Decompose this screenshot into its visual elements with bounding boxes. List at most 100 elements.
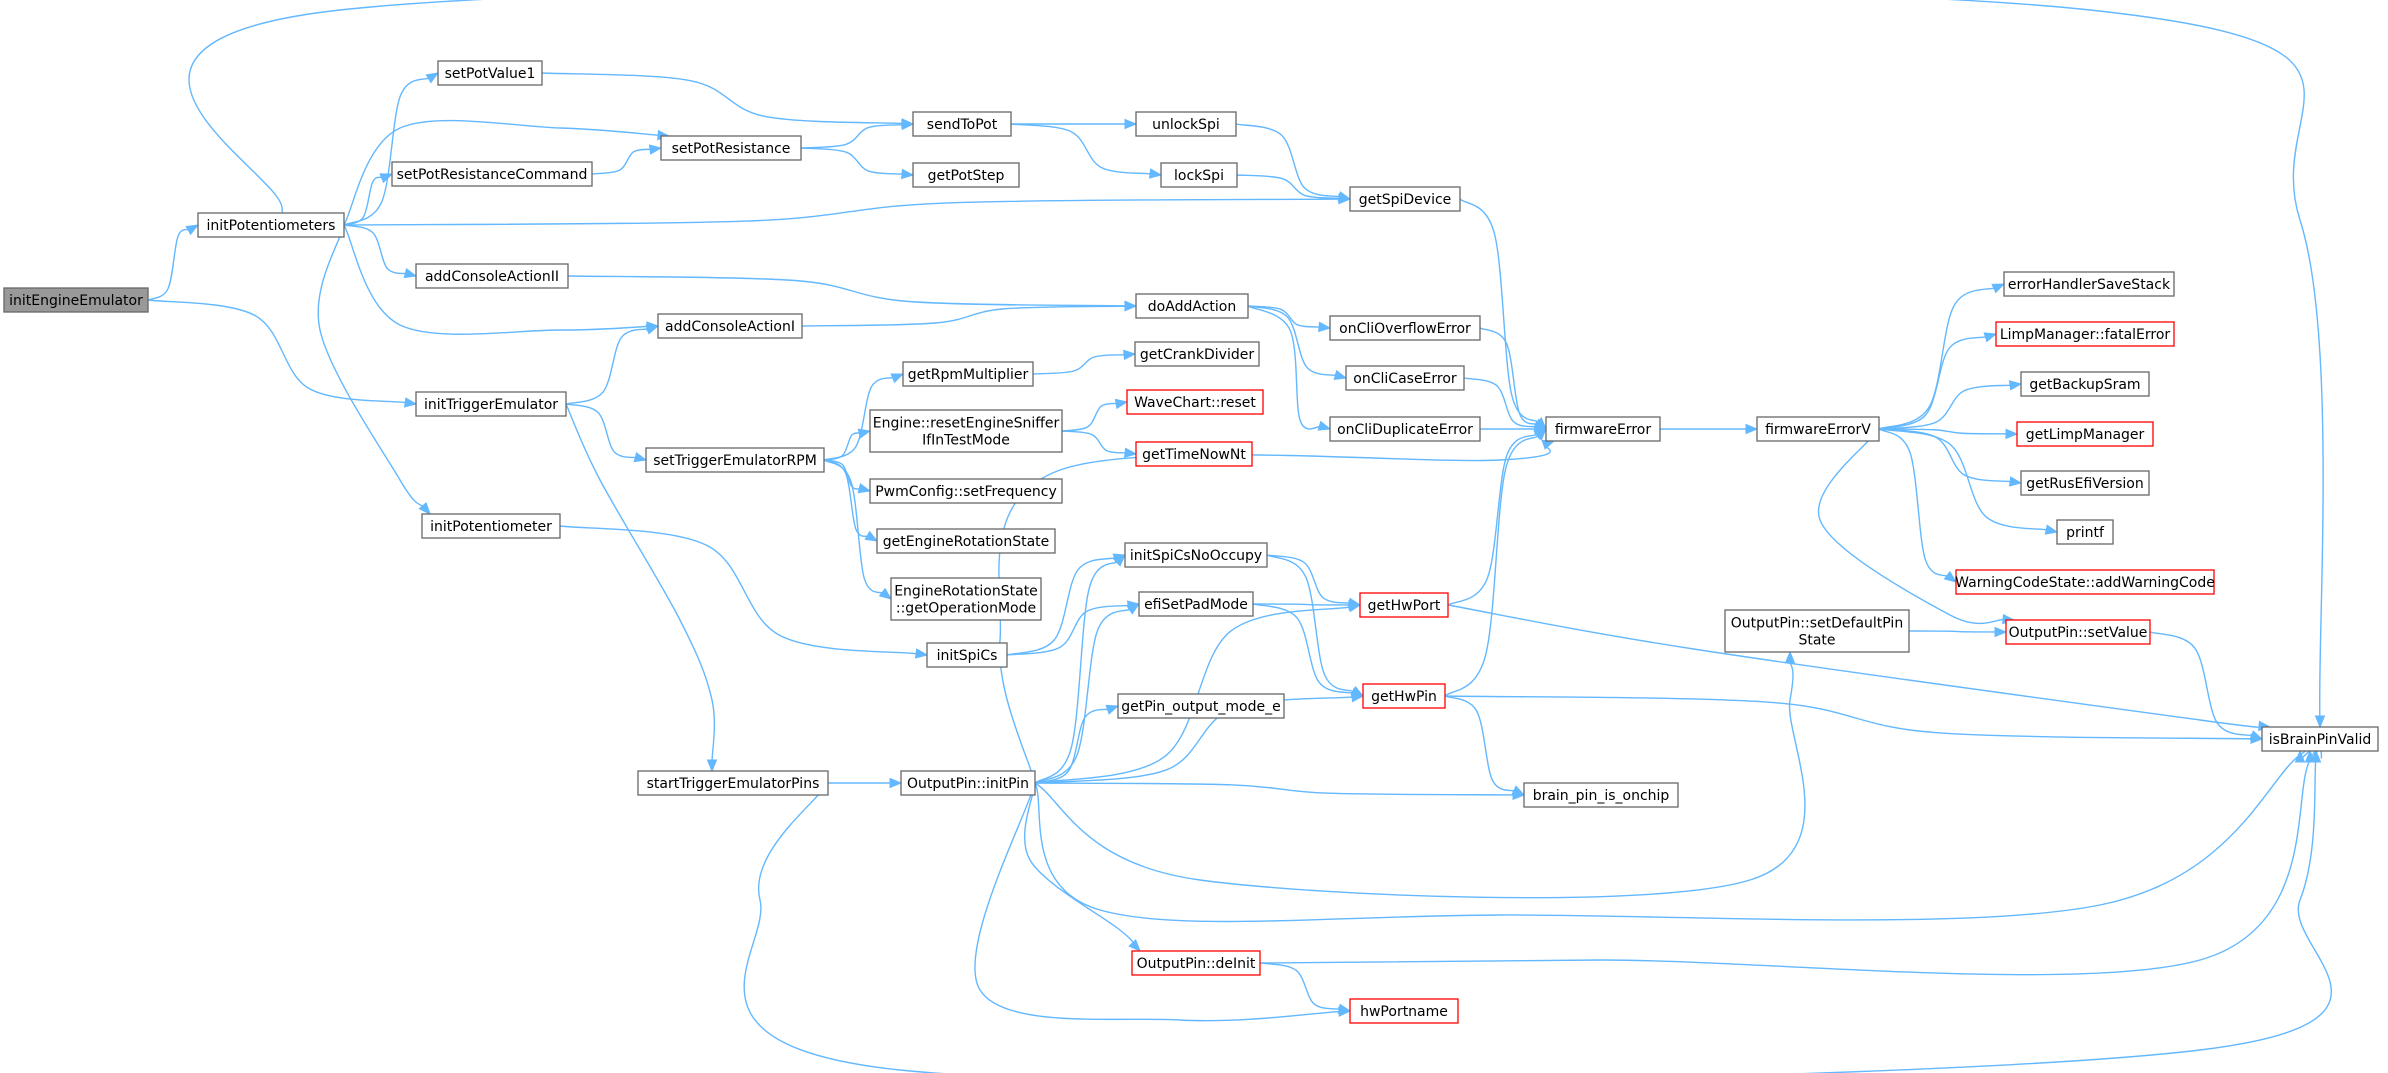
edge-line <box>1444 695 1517 792</box>
node-startTriggerEmulatorPins[interactable]: startTriggerEmulatorPins <box>637 770 829 796</box>
node-doAddAction[interactable]: doAddAction <box>1135 293 1249 319</box>
edge-line <box>1878 384 2013 430</box>
edge-outputPinInitPin-to-efiSetPadMode <box>1034 603 1141 784</box>
edge-initTriggerEmulator-to-addConsoleActionI <box>565 324 660 405</box>
edge-line <box>1878 428 2009 435</box>
edge-setPotResistanceCommand-to-setPotResistance <box>591 144 663 175</box>
node-waveChartReset[interactable]: WaveChart::reset <box>1126 389 1264 415</box>
edge-line <box>1444 434 1541 697</box>
edge-line <box>1878 428 2013 483</box>
node-label: initSpiCsNoOccupy <box>1130 548 1262 564</box>
node-getTimeNowNt[interactable]: getTimeNowNt <box>1135 441 1253 467</box>
edge-firmwareErrorV-to-getRusEfiVersion <box>1878 428 2023 487</box>
edge-line <box>565 403 638 459</box>
node-label: brain_pin_is_onchip <box>1533 788 1670 804</box>
arrowhead <box>2294 749 2306 763</box>
node-getRusEfiVersion[interactable]: getRusEfiVersion <box>2020 470 2150 496</box>
node-box <box>1545 416 1661 442</box>
edge-addConsoleActionII-to-doAddAction <box>567 275 1138 312</box>
node-getCrankDivider[interactable]: getCrankDivider <box>1134 341 1260 367</box>
node-box <box>415 263 569 289</box>
node-initPotentiometers[interactable]: initPotentiometers <box>197 212 345 238</box>
node-setPotValue1[interactable]: setPotValue1 <box>437 60 543 86</box>
node-lockSpi[interactable]: lockSpi <box>1160 162 1238 188</box>
edge-line <box>743 745 2333 1073</box>
node-getPotStep[interactable]: getPotStep <box>912 162 1020 188</box>
node-getHwPort[interactable]: getHwPort <box>1359 592 1449 618</box>
node-getBackupSram[interactable]: getBackupSram <box>2020 371 2150 397</box>
node-getSpiDevice[interactable]: getSpiDevice <box>1349 186 1461 212</box>
node-label: OutputPin::initPin <box>907 776 1029 792</box>
node-initEngineEmulator[interactable]: initEngineEmulator <box>3 287 149 313</box>
edge-setTriggerEmulatorRPM-to-getEngineRotationState <box>823 459 879 542</box>
node-outputPinDeInit[interactable]: OutputPin::deInit <box>1131 950 1261 976</box>
node-initSpiCsNoOccupy[interactable]: initSpiCsNoOccupy <box>1124 542 1268 568</box>
edge-initPotentiometers-to-setPotValue1 <box>343 72 440 226</box>
arrowhead <box>379 173 394 184</box>
edge-initPotentiometers-to-addConsoleActionII <box>343 224 418 279</box>
arrowhead <box>1512 789 1526 801</box>
node-onCliDuplicateError[interactable]: onCliDuplicateError <box>1329 416 1481 442</box>
node-setPotResistanceCommand[interactable]: setPotResistanceCommand <box>391 161 593 187</box>
node-sendToPot[interactable]: sendToPot <box>912 111 1012 137</box>
edge-line <box>1010 123 1153 175</box>
node-getHwPin[interactable]: getHwPin <box>1362 683 1446 709</box>
edge-line <box>1235 123 1342 198</box>
node-isBrainPinValid[interactable]: isBrainPinValid <box>2261 726 2379 752</box>
arrowhead <box>2008 380 2023 391</box>
node-firmwareErrorV[interactable]: firmwareErrorV <box>1756 416 1880 442</box>
node-initTriggerEmulator[interactable]: initTriggerEmulator <box>415 391 567 417</box>
node-addConsoleActionII[interactable]: addConsoleActionII <box>415 263 569 289</box>
edge-outputPinInitPin-to-getHwPin <box>1034 691 1365 784</box>
node-onCliOverflowError[interactable]: onCliOverflowError <box>1329 315 1481 341</box>
arrowhead <box>889 777 903 789</box>
node-getPinOutputMode[interactable]: getPin_output_mode_e <box>1117 693 1285 719</box>
arrowhead <box>2005 428 2019 440</box>
node-label: unlockSpi <box>1152 117 1220 133</box>
node-initPotentiometer[interactable]: initPotentiometer <box>421 513 561 539</box>
node-hwPortname[interactable]: hwPortname <box>1349 998 1459 1024</box>
node-errorHandlerSaveStack[interactable]: errorHandlerSaveStack <box>2003 271 2175 297</box>
node-limpFatalError[interactable]: LimpManager::fatalError <box>1995 321 2175 347</box>
node-label: efiSetPadMode <box>1144 597 1248 613</box>
node-printf[interactable]: printf <box>2056 519 2114 545</box>
node-label: getPotStep <box>928 168 1005 184</box>
node-label: lockSpi <box>1174 168 1224 184</box>
node-getLimpManager[interactable]: getLimpManager <box>2016 421 2154 447</box>
node-outputPinSetValue[interactable]: OutputPin::setValue <box>2005 619 2151 645</box>
node-outputPinInitPin[interactable]: OutputPin::initPin <box>900 770 1036 796</box>
node-getOperationMode[interactable]: EngineRotationState::getOperationMode <box>890 577 1042 621</box>
node-addWarningCode[interactable]: WarningCodeState::addWarningCode <box>1955 569 2215 595</box>
node-label: ::getOperationMode <box>896 601 1036 617</box>
node-box <box>645 447 825 473</box>
node-setTriggerEmulatorRPM[interactable]: setTriggerEmulatorRPM <box>645 447 825 473</box>
node-firmwareError[interactable]: firmwareError <box>1545 416 1661 442</box>
edge-sendToPot-to-unlockSpi <box>1011 118 1138 130</box>
edge-setTriggerEmulatorRPM-to-pwmSetFrequency <box>823 459 872 494</box>
node-getEngineRotationState[interactable]: getEngineRotationState <box>876 528 1056 554</box>
node-label: initEngineEmulator <box>9 293 143 309</box>
node-label: firmwareError <box>1555 422 1651 438</box>
node-label: addConsoleActionI <box>665 319 795 335</box>
node-unlockSpi[interactable]: unlockSpi <box>1135 111 1237 137</box>
node-onCliCaseError[interactable]: onCliCaseError <box>1345 365 1465 391</box>
node-efiSetPadMode[interactable]: efiSetPadMode <box>1138 591 1254 617</box>
edge-line <box>1259 744 2319 976</box>
edge-line <box>1878 428 1950 578</box>
edge-line <box>1463 377 1538 428</box>
node-setPotResistance[interactable]: setPotResistance <box>660 135 802 161</box>
edge-line <box>1266 554 1352 604</box>
edge-setPotResistance-to-sendToPot <box>800 119 915 149</box>
node-brainPinIsOnchip[interactable]: brain_pin_is_onchip <box>1523 782 1679 808</box>
edge-initEngineEmulator-to-initPotentiometers <box>147 224 200 301</box>
node-getRpmMultiplier[interactable]: getRpmMultiplier <box>902 361 1034 387</box>
call-edges <box>147 0 2333 1073</box>
node-addConsoleActionI[interactable]: addConsoleActionI <box>657 313 803 339</box>
node-pwmSetFrequency[interactable]: PwmConfig::setFrequency <box>869 478 1063 504</box>
node-initSpiCs[interactable]: initSpiCs <box>926 642 1008 668</box>
arrowhead <box>1983 332 1998 343</box>
arrowhead <box>403 397 418 408</box>
node-box <box>1138 591 1254 617</box>
